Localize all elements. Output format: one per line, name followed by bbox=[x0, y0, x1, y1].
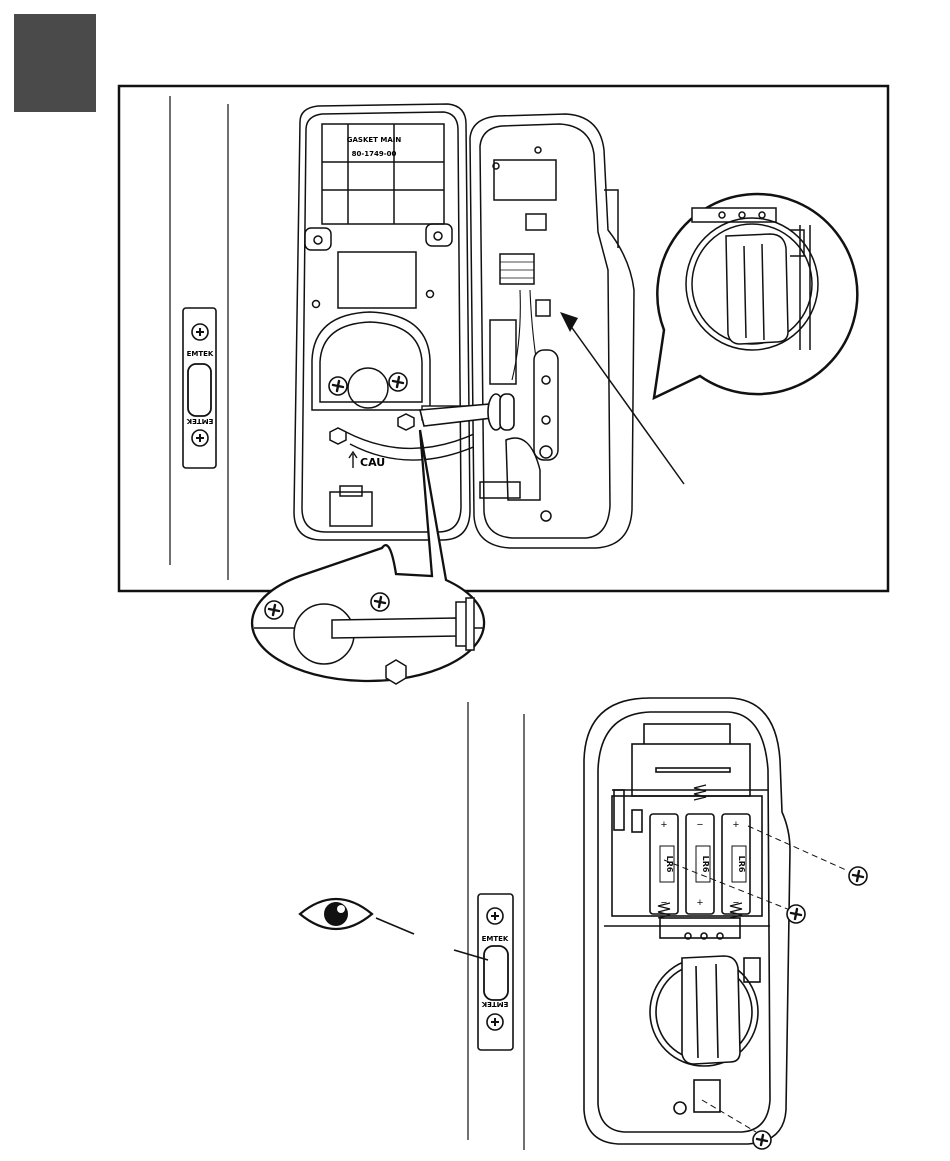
svg-text:+: + bbox=[661, 819, 667, 831]
interior-assembly bbox=[584, 698, 846, 1144]
screw-icon bbox=[849, 867, 867, 885]
sight-line bbox=[376, 918, 488, 960]
gasket-label-line1: GASKET MAIN bbox=[347, 136, 402, 144]
screw-icon bbox=[329, 377, 347, 395]
interior-back-plate bbox=[294, 104, 470, 540]
strike-brand-bottom-bottom: EMTEK bbox=[481, 1000, 508, 1008]
strike-brand-top: EMTEK bbox=[187, 350, 214, 358]
screw-icon bbox=[371, 593, 389, 611]
svg-text:−: − bbox=[733, 897, 739, 909]
screw-icon bbox=[389, 373, 407, 391]
screw-icon bbox=[787, 905, 805, 923]
svg-text:+: + bbox=[697, 897, 703, 909]
screw-icon bbox=[192, 324, 208, 340]
strike-brand-bottom: EMTEK bbox=[186, 417, 213, 425]
battery-label-3: LR6 bbox=[737, 856, 746, 873]
screw-icon bbox=[265, 601, 283, 619]
caution-label: CAU bbox=[360, 456, 385, 469]
gasket-label-line2: 80-1749-00 bbox=[352, 150, 397, 158]
battery-label-1: LR6 bbox=[665, 856, 674, 873]
screw-icon bbox=[487, 1014, 503, 1030]
screw-icon bbox=[753, 1131, 771, 1149]
svg-text:−: − bbox=[697, 819, 703, 831]
strike-plate-bottom: EMTEK EMTEK bbox=[478, 894, 513, 1050]
svg-text:−: − bbox=[661, 897, 667, 909]
strike-brand-top-bottom: EMTEK bbox=[482, 935, 509, 943]
strike-plate-top: EMTEK EMTEK bbox=[183, 308, 216, 468]
screw-icon bbox=[192, 430, 208, 446]
screw-icon bbox=[487, 908, 503, 924]
battery-label-2: LR6 bbox=[701, 856, 710, 873]
step-number-block bbox=[14, 14, 96, 112]
eye-icon bbox=[300, 899, 372, 929]
svg-text:+: + bbox=[733, 819, 739, 831]
interior-lock-body bbox=[470, 114, 634, 548]
